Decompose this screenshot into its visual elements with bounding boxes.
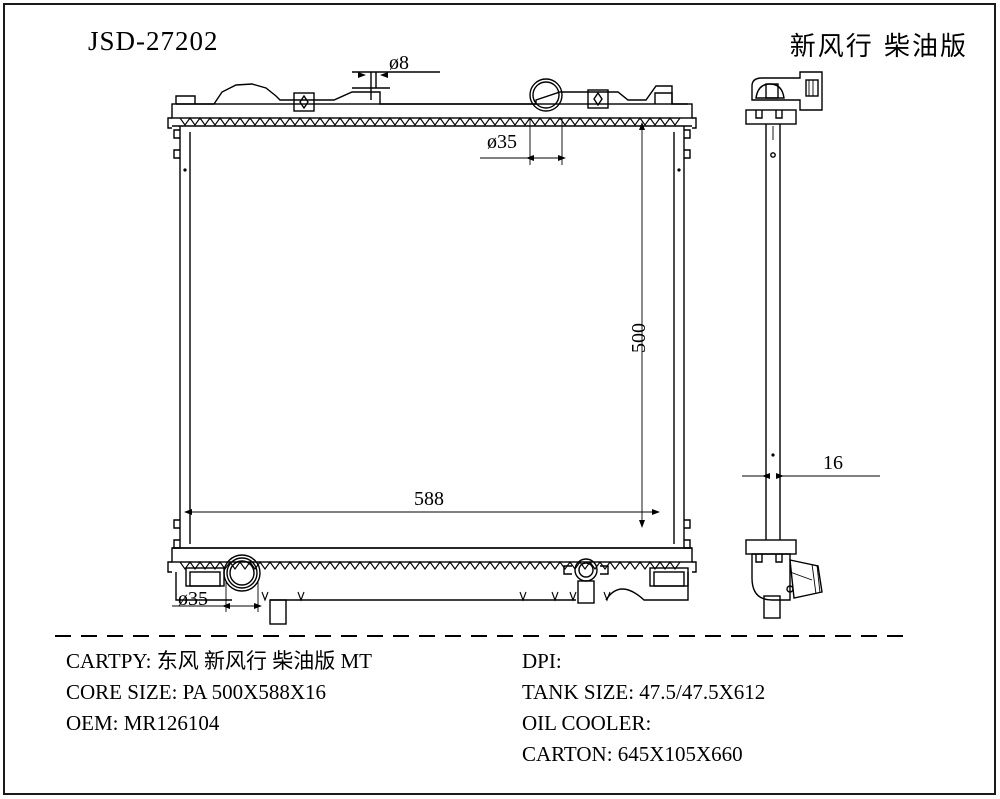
drain-plug-wing-left (563, 565, 572, 575)
left-rail-hole (183, 168, 187, 172)
fin-tick-6 (603, 591, 611, 602)
spec-core-size: CORE SIZE: PA 500X588X16 (66, 680, 327, 704)
bottom-tank-left-body (175, 572, 232, 601)
top-tank-band (171, 103, 693, 119)
side-bottom-stem (763, 595, 781, 619)
bottom-tank-right-body (605, 572, 689, 601)
dim35top-arrow-r (558, 155, 566, 161)
dim588-arrow-l (184, 509, 192, 515)
side-outlet-rib1 (811, 563, 817, 595)
dim-core-width-label: 588 (414, 488, 444, 510)
side-bottom-flange (745, 539, 797, 555)
left-marker-box (293, 92, 315, 112)
side-flange-notch-r (775, 110, 783, 119)
fin-tick-4 (551, 591, 559, 602)
right-rail-tab-top2 (684, 149, 691, 159)
outlet-neck-inner (226, 557, 258, 589)
drain-plug-stem (577, 580, 595, 604)
right-rail-hole (677, 168, 681, 172)
dim-core-height-label: 500 (628, 323, 650, 353)
drain-plug-wing-right (600, 565, 609, 575)
bottom-pin-left (269, 599, 287, 625)
fin-tick-2 (297, 591, 305, 602)
bottom-tank-left-endcap (167, 561, 172, 573)
fin-tick-3 (519, 591, 527, 602)
side-bottom-notch-r (775, 554, 783, 563)
right-rail-tab-top (684, 129, 691, 139)
top-tank-crimp (179, 117, 681, 126)
fin-tick-1 (261, 591, 269, 602)
side-outlet-rib2 (816, 564, 821, 594)
side-top-cap-outline (751, 71, 823, 111)
inlet-neck-outer (529, 78, 563, 112)
top-right-peg (654, 92, 673, 104)
side-outlet-inner (789, 571, 813, 581)
side-flange-notch-l (755, 110, 763, 119)
right-marker-diamond (593, 91, 603, 107)
tank-right-endcap (692, 117, 697, 129)
outlet-neck-inner2 (229, 560, 255, 586)
dim35bot-arrow-r (254, 603, 262, 609)
spec-oem: OEM: MR126104 (66, 711, 220, 735)
dim588-arrow-r (652, 509, 660, 515)
dim-outlet-neck-label: ø35 (178, 588, 208, 610)
side-cap-core (765, 83, 779, 99)
dim35top-arrow-l (526, 155, 534, 161)
right-rail-tab-bot2 (684, 539, 691, 549)
spec-carton: CARTON: 645X105X660 (522, 742, 743, 766)
part-number-label: JSD-27202 (88, 26, 219, 56)
dim500-arrow-top (639, 122, 645, 130)
sheet-border (3, 3, 996, 795)
left-rail-tab-top2 (173, 149, 180, 159)
dim-core-thickness-label: 16 (823, 452, 843, 474)
spec-block-right: DPI: TANK SIZE: 47.5/47.5X612 OIL COOLER… (522, 646, 765, 770)
spec-dpi: DPI: (522, 649, 562, 673)
top-tank-profile (176, 83, 688, 105)
inlet-neck-inner (532, 81, 560, 109)
side-core-hole (770, 152, 776, 158)
spec-block-left: CARTPY: 东风 新风行 柴油版 MT CORE SIZE: PA 500X… (66, 646, 372, 739)
right-rail-tab-bot (684, 519, 691, 529)
bottom-tank-right-endcap (692, 561, 697, 573)
left-marker-diamond (299, 94, 309, 110)
spec-oil-cooler: OIL COOLER: (522, 711, 652, 735)
drain-plug-inner (578, 562, 594, 578)
bottom-tank-band (171, 547, 693, 563)
tank-left-endcap (167, 117, 172, 129)
hose-arrow-right (380, 72, 388, 78)
left-rail-tab-top (173, 129, 180, 139)
side-bottom-bowl (751, 553, 791, 601)
side-bottom-notch-l (755, 554, 763, 563)
side-cap-dome (755, 83, 785, 99)
dim-inlet-neck-label: ø35 (487, 131, 517, 153)
top-left-peg (175, 95, 196, 104)
dim35bot-arrow-l (222, 603, 230, 609)
right-marker-box (587, 89, 609, 109)
left-rail-tab-bot2 (173, 539, 180, 549)
dim-hose-label: ø8 (389, 52, 409, 74)
side-core-hole-2 (771, 453, 775, 457)
bottom-right-bracket-inner (653, 571, 685, 587)
left-rail-tab-bot (173, 519, 180, 529)
bottom-left-bracket (185, 567, 225, 587)
hose-arrow-left (358, 72, 366, 78)
side-cap-stub (805, 79, 819, 97)
spec-tank-size: TANK SIZE: 47.5/47.5X612 (522, 680, 766, 704)
side-cap-flange (745, 109, 797, 125)
dim500-arrow-bot (639, 520, 645, 528)
spec-cartpy: CARTPY: 东风 新风行 柴油版 MT (66, 649, 372, 673)
bottom-right-bracket (649, 567, 689, 587)
fin-tick-5 (569, 591, 577, 602)
model-title-label: 新风行 柴油版 (789, 32, 968, 62)
side-outlet-boss (786, 585, 794, 593)
outlet-neck-outer (223, 554, 261, 592)
side-bottom-outlet (789, 559, 823, 599)
bottom-left-bracket-inner (189, 571, 221, 587)
dim16-arrow-l (762, 473, 770, 479)
dim16-arrow-r (776, 473, 784, 479)
